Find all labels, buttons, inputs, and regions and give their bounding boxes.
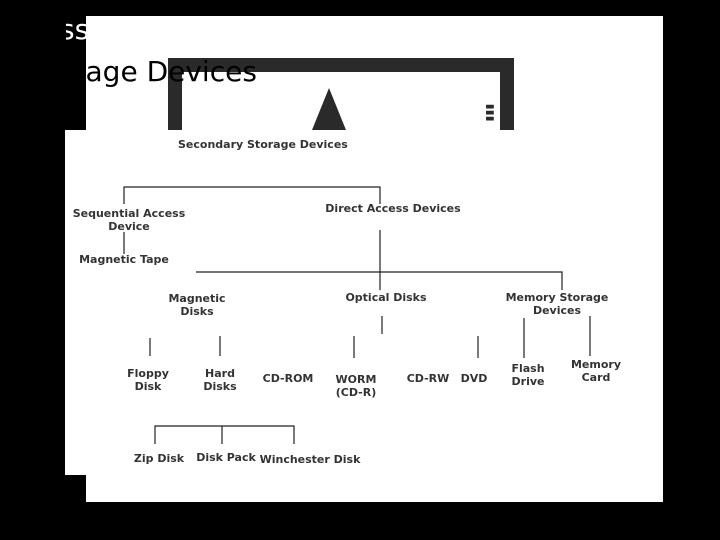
node-worm: WORM (CD-R) (335, 373, 377, 399)
node-sequential-access: Sequential Access Device (72, 207, 186, 233)
node-direct-access: Direct Access Devices (325, 202, 461, 215)
node-disk-pack: Disk Pack (196, 451, 256, 464)
node-magnetic-tape: Magnetic Tape (79, 253, 169, 266)
node-memory-storage: Memory Storage Devices (505, 291, 609, 317)
node-cd-rw: CD-RW (406, 372, 450, 385)
node-winchester-disk: Winchester Disk (259, 453, 361, 466)
decorative-lines-right: ▬▬▬ (486, 99, 494, 126)
slide-title-line2: rage Devices (74, 55, 257, 88)
title-mask (0, 0, 66, 130)
node-dvd: DVD (460, 372, 488, 385)
node-root: Secondary Storage Devices (178, 138, 348, 151)
decorative-frame (168, 58, 514, 132)
node-optical-disks: Optical Disks (345, 291, 427, 304)
connector-harddisk-children (154, 425, 295, 444)
node-zip-disk: Zip Disk (133, 452, 185, 465)
connector-root (123, 186, 381, 204)
decorative-spire (312, 88, 346, 130)
decorative-lines-left: ▬▬▬ (174, 99, 182, 126)
connector-level2 (196, 271, 563, 290)
node-memory-card: Memory Card (570, 358, 622, 384)
node-hard-disks: Hard Disks (203, 367, 237, 393)
node-cd-rom: CD-ROM (262, 372, 314, 385)
node-magnetic-disks: Magnetic Disks (168, 292, 226, 318)
slide-title-line1: ssification of Commonly Used Secondary (60, 13, 633, 46)
node-floppy-disk: Floppy Disk (127, 367, 169, 393)
node-flash-drive: Flash Drive (511, 362, 545, 388)
